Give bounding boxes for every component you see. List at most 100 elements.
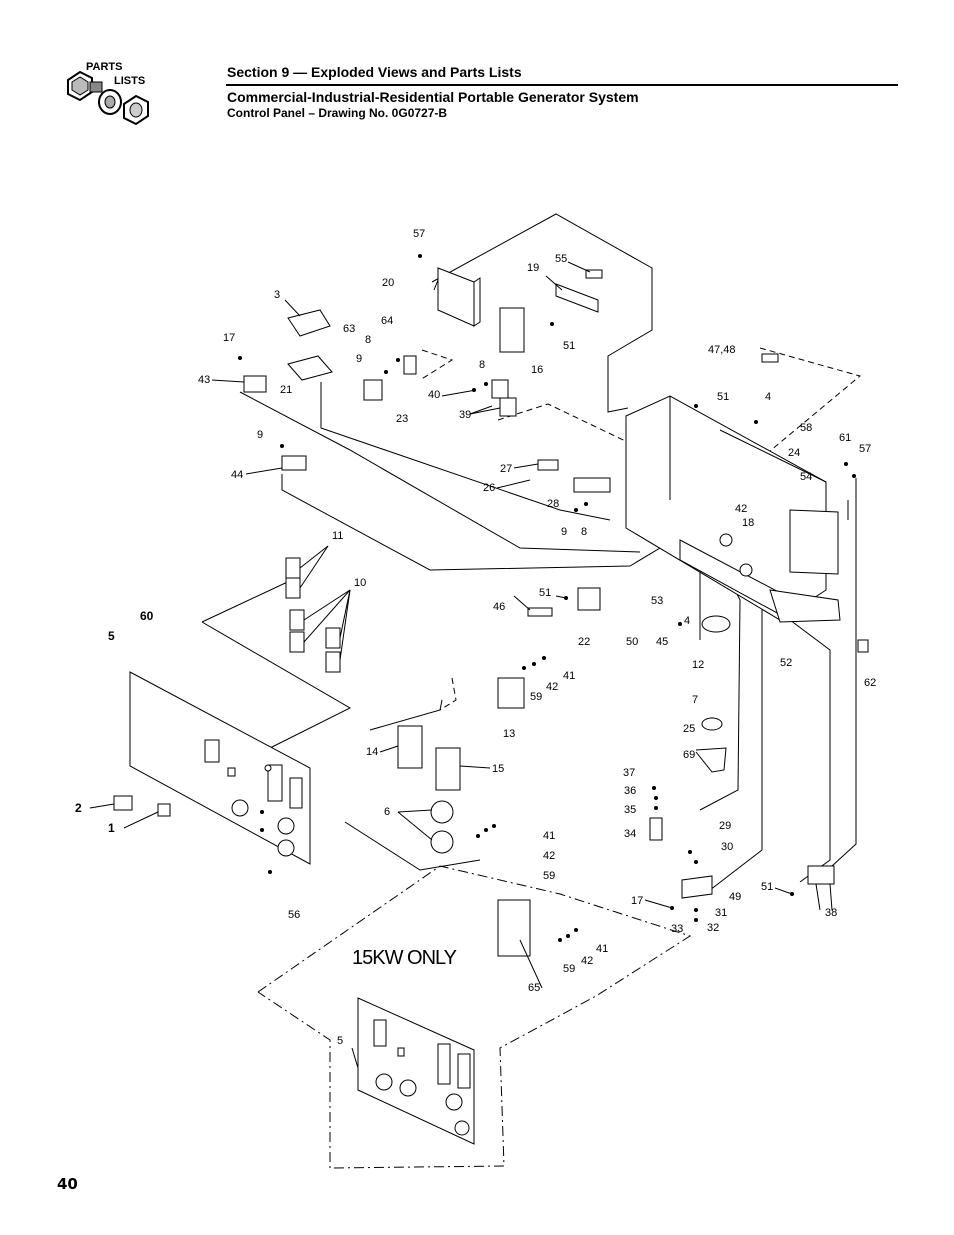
part-27 [537, 459, 559, 471]
callout: 44 [231, 469, 243, 481]
callout-labels: 57 55 19 20 3 63 64 17 8 9 51 16 47,48 4… [75, 228, 876, 1047]
part-10-a [289, 609, 305, 631]
header-rule [226, 84, 898, 86]
part-14-outlet [397, 725, 423, 769]
system-title: Commercial-Industrial-Residential Portab… [227, 89, 639, 105]
part-2 [113, 795, 133, 811]
callout: 21 [280, 384, 292, 396]
part-34 [649, 817, 663, 841]
part-19-bracket [555, 283, 599, 313]
part-10-c [325, 627, 341, 649]
callout: 32 [707, 922, 719, 934]
callout: 30 [721, 841, 733, 853]
callout: 28 [547, 498, 559, 510]
callout: 57 [859, 443, 871, 455]
callout: 16 [531, 364, 543, 376]
callout: 8 [479, 359, 485, 371]
page-number: 40 [57, 1175, 78, 1193]
callout: 60 [140, 609, 154, 623]
callout: 43 [198, 374, 210, 386]
control-panel-5 [129, 671, 311, 865]
part-64 [403, 355, 417, 375]
part-13-receptacle [497, 677, 525, 709]
callout: 24 [788, 447, 800, 459]
callout: 13 [503, 728, 515, 740]
callout: 17 [223, 332, 235, 344]
hardware-dots [238, 254, 856, 942]
part-46 [527, 607, 553, 617]
part-45 [701, 615, 731, 633]
callout: 8 [581, 526, 587, 538]
callout: 40 [428, 389, 440, 401]
callout: 51 [563, 340, 575, 352]
part-22 [577, 587, 601, 611]
callout: 37 [623, 767, 635, 779]
callout: 4 [765, 391, 771, 403]
callout: 23 [396, 413, 408, 425]
callout: 52 [780, 657, 792, 669]
callout: 41 [596, 943, 608, 955]
callout: 59 [563, 963, 575, 975]
leader-lines [89, 261, 833, 1069]
callout: 59 [543, 870, 555, 882]
callout: 22 [578, 636, 590, 648]
part-43-switch [243, 375, 267, 393]
callout: 42 [581, 955, 593, 967]
15kw-region-outline [257, 865, 692, 1169]
part-1 [157, 803, 171, 817]
part-25 [701, 717, 723, 731]
part-15-outlet [435, 747, 461, 791]
callout: 14 [366, 746, 378, 758]
callout: 5 [337, 1035, 343, 1047]
part-11-a [285, 557, 301, 579]
callout: 31 [715, 907, 727, 919]
callout: 49 [729, 891, 741, 903]
callout: 4 [684, 615, 690, 627]
part-39-b [499, 397, 517, 417]
callout: 19 [527, 262, 539, 274]
part-38 [807, 865, 835, 885]
callout: 42 [735, 503, 747, 515]
callout: 58 [800, 422, 812, 434]
callout: 50 [626, 636, 638, 648]
part-47-48 [761, 353, 779, 363]
callout: 57 [413, 228, 425, 240]
callout: 54 [800, 471, 812, 483]
callout: 39 [459, 409, 471, 421]
callout: 10 [354, 577, 366, 589]
callout: 61 [839, 432, 851, 444]
callout: 38 [825, 907, 837, 919]
part-6-b [430, 830, 454, 854]
callout: 65 [528, 982, 540, 994]
callout: 1 [108, 821, 115, 835]
callout: 9 [561, 526, 567, 538]
callout: 41 [563, 670, 575, 682]
callout: 18 [742, 517, 754, 529]
callout: 62 [864, 677, 876, 689]
part-55 [585, 269, 603, 279]
callout: 17 [631, 895, 643, 907]
15kw-only-note: 15KW ONLY [352, 947, 457, 969]
callout: 51 [717, 391, 729, 403]
callout: 41 [543, 830, 555, 842]
section-title: Section 9 — Exploded Views and Parts Lis… [227, 64, 522, 80]
part-39-a [491, 379, 509, 399]
callout: 53 [651, 595, 663, 607]
control-panel-15kw [357, 997, 475, 1145]
callout: 42 [546, 681, 558, 693]
part-20-control-module [437, 267, 481, 327]
callout: 56 [288, 909, 300, 921]
callout: 7 [692, 694, 698, 706]
callout: 47,48 [708, 344, 736, 356]
callout: 51 [539, 587, 551, 599]
logo-text-lists: LISTS [114, 75, 145, 87]
callout: 36 [624, 785, 636, 797]
callout: 35 [624, 804, 636, 816]
part-65-receptacle [497, 899, 531, 957]
callout: 42 [543, 850, 555, 862]
rear-enclosure [625, 395, 841, 623]
part-49 [681, 875, 713, 899]
logo-text-parts: PARTS [86, 61, 122, 73]
callout: 63 [343, 323, 355, 335]
